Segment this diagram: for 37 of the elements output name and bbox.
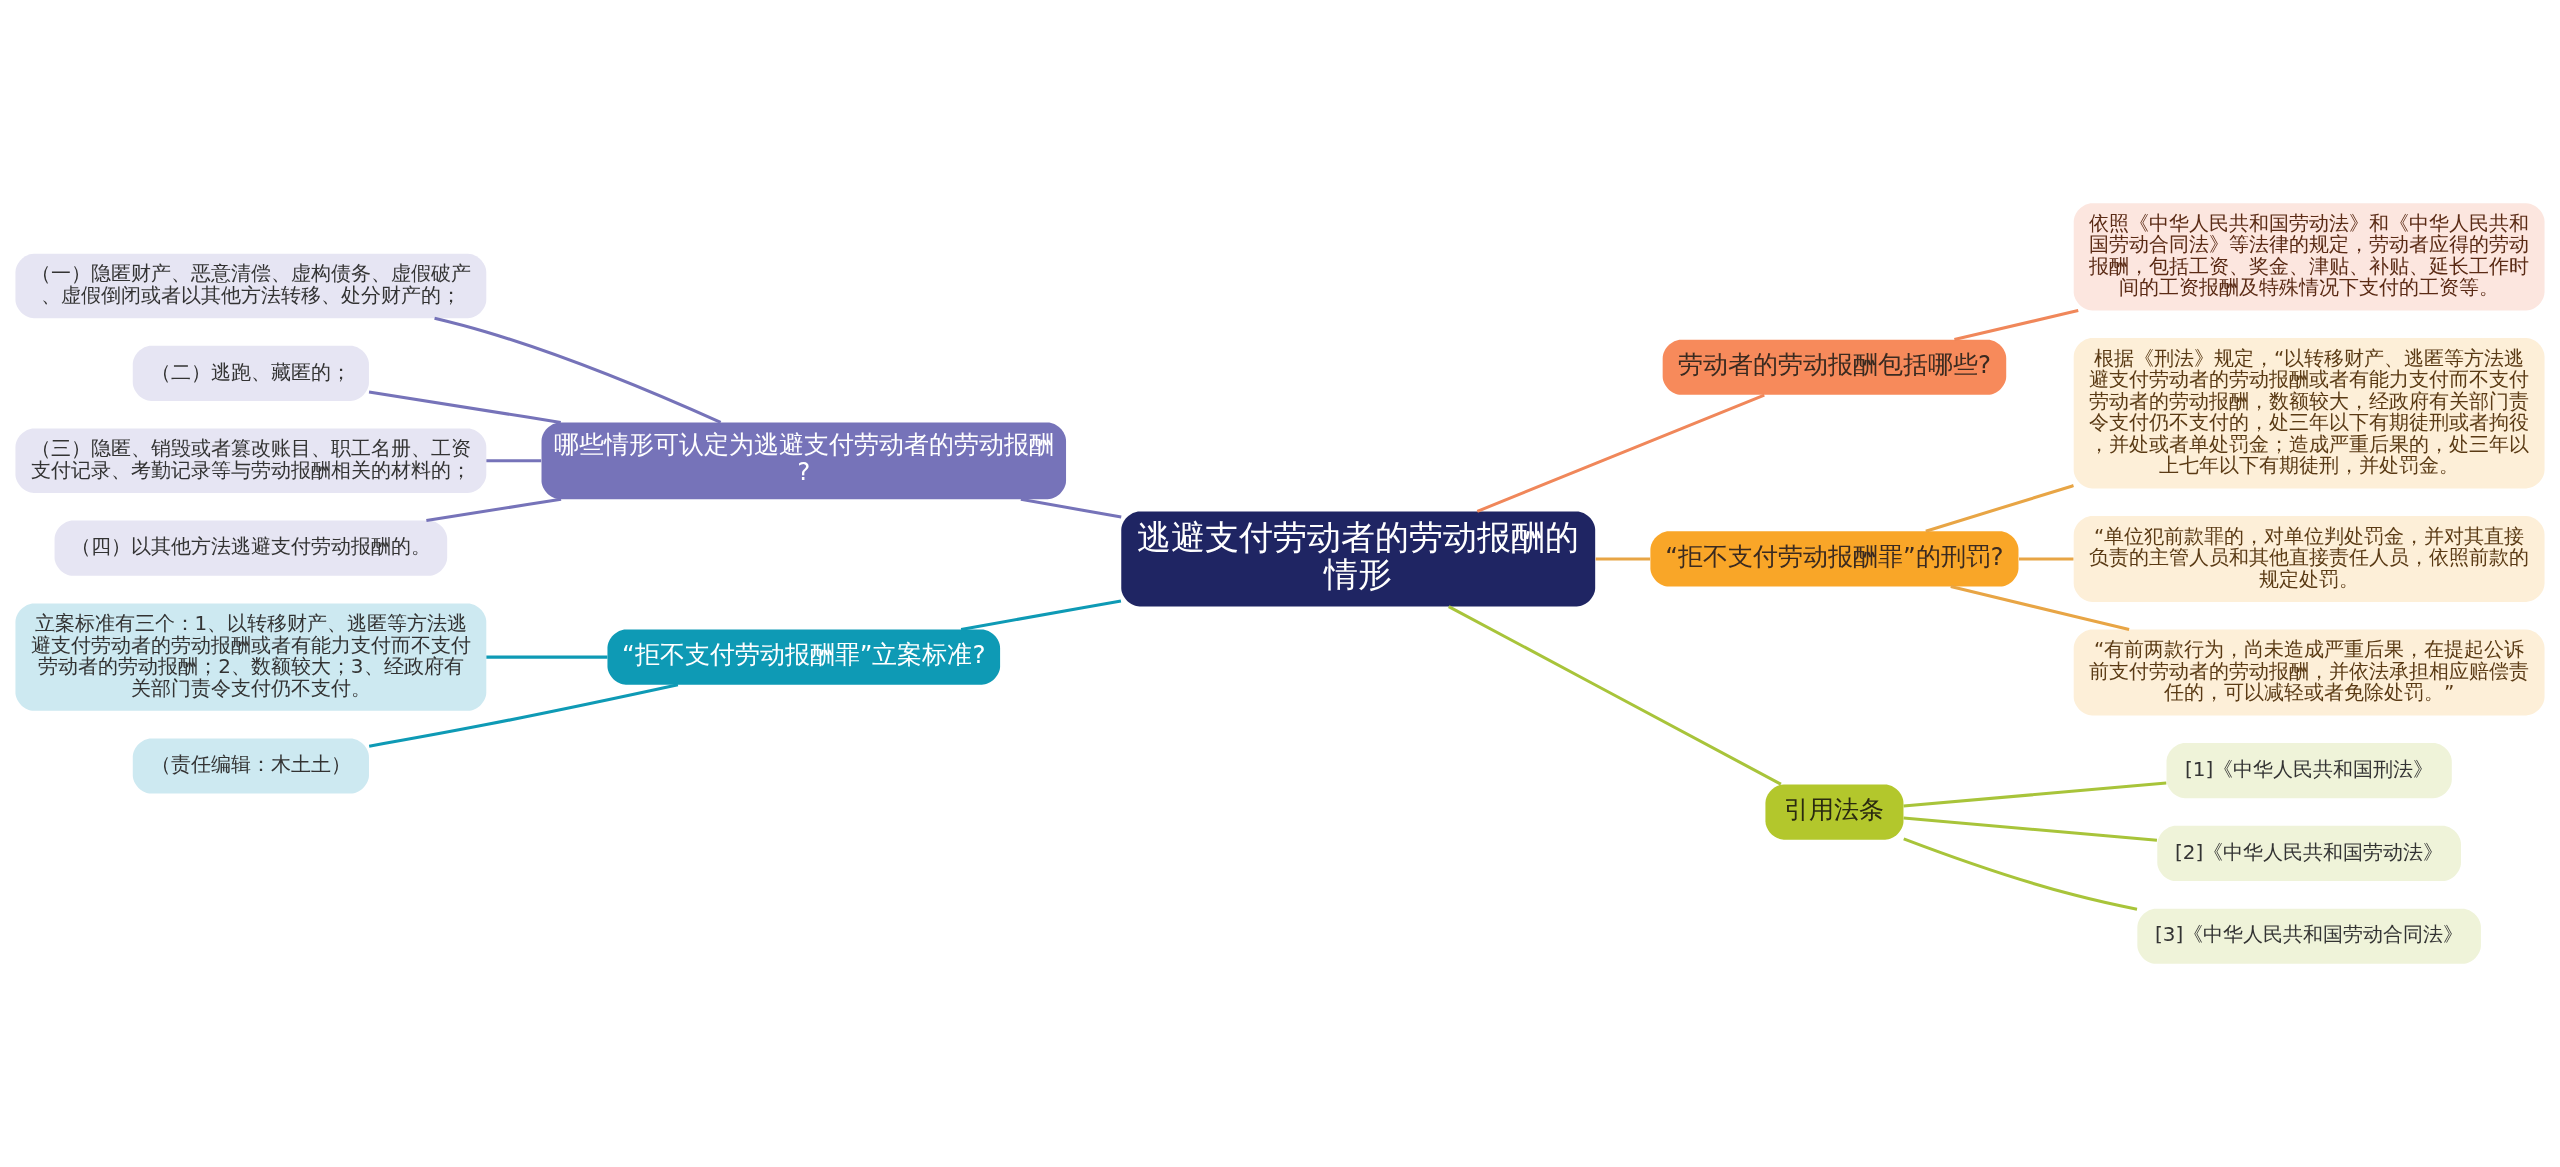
connector	[2019, 557, 2074, 561]
node-box: 哪些情形可认定为逃避支付劳动者的劳动报酬?	[541, 422, 1067, 500]
node-box: [2]《中华人民共和国劳动法》	[2157, 825, 2461, 882]
node-box: 逃避支付劳动者的劳动报酬的情形	[1121, 511, 1596, 607]
connector	[368, 683, 679, 748]
connector	[1950, 585, 2130, 631]
node-box: 立案标准有三个：1、以转移财产、逃匿等方法逃避支付劳动者的劳动报酬或者有能力支付而不支付劳动者的劳动报酬；2、数额较大；3、经政府有关部门责令支付仍不支付。	[15, 603, 487, 711]
connector	[1903, 781, 2167, 808]
connector	[960, 599, 1122, 631]
node-box: “单位犯前款罪的，对单位判处罚金，并对其直接负责的主管人员和其他直接责任人员，依照前款的规定处罚。	[2073, 516, 2545, 602]
connector	[486, 459, 542, 463]
connector	[1020, 497, 1122, 519]
node-box: 依照《中华人民共和国劳动法》和《中华人民共和国劳动合同法》等法律的规定，劳动者应得的劳动报酬，包括工资、奖金、津贴、补贴、延长工作时间的工资报酬及特殊情况下支付的工资等。	[2073, 203, 2545, 311]
node-box: [1]《中华人民共和国刑法》	[2166, 743, 2452, 799]
connector	[1903, 816, 2158, 842]
node-box: “拒不支付劳动报酬罪”的刑罚?	[1650, 531, 2019, 587]
node-box: （二）逃跑、藏匿的；	[132, 345, 369, 401]
node-box: （三）隐匿、销毁或者篡改账目、职工名册、工资支付记录、考勤记录等与劳动报酬相关的材料的；	[15, 428, 487, 493]
node-box: （一）隐匿财产、恶意清偿、虚构债务、虚假破产、虚假倒闭或者以其他方法转移、处分财产的；	[15, 253, 487, 319]
node-box: “拒不支付劳动报酬罪”立案标准?	[607, 629, 1001, 685]
node-box: （责任编辑：木土土）	[132, 738, 369, 794]
node-box: “有前两款行为，尚未造成严重后果，在提起公诉前支付劳动者的劳动报酬，并依法承担相应赔偿责任的，可以减轻或者免除处罚。”	[2073, 629, 2545, 716]
connector	[1903, 837, 2138, 911]
connector	[1595, 557, 1651, 561]
node-box: 引用法条	[1765, 784, 1904, 840]
connector	[486, 655, 608, 659]
connector	[434, 316, 722, 424]
connector	[1476, 393, 1765, 513]
connector	[368, 390, 561, 424]
node-box: （四）以其他方法逃避支付劳动报酬的。	[54, 520, 448, 576]
node-box: 根据《刑法》规定，“以转移财产、逃匿等方法逃避支付劳动者的劳动报酬或者有能力支付而不支付劳动者的劳动报酬，数额较大，经政府有关部门责令支付仍不支付的，处三年以下有期徒刑或者拘役，并处或者单处罚金；造成严重后果的，处三年以上七年以下有期徒刑，并处罚金。	[2073, 338, 2545, 489]
node-box: 劳动者的劳动报酬包括哪些?	[1662, 339, 2007, 395]
connector	[1448, 605, 1782, 786]
connector	[1925, 484, 2074, 533]
node-box: [3]《中华人民共和国劳动合同法》	[2137, 908, 2481, 964]
connector	[1954, 309, 2079, 341]
connector	[426, 497, 562, 523]
